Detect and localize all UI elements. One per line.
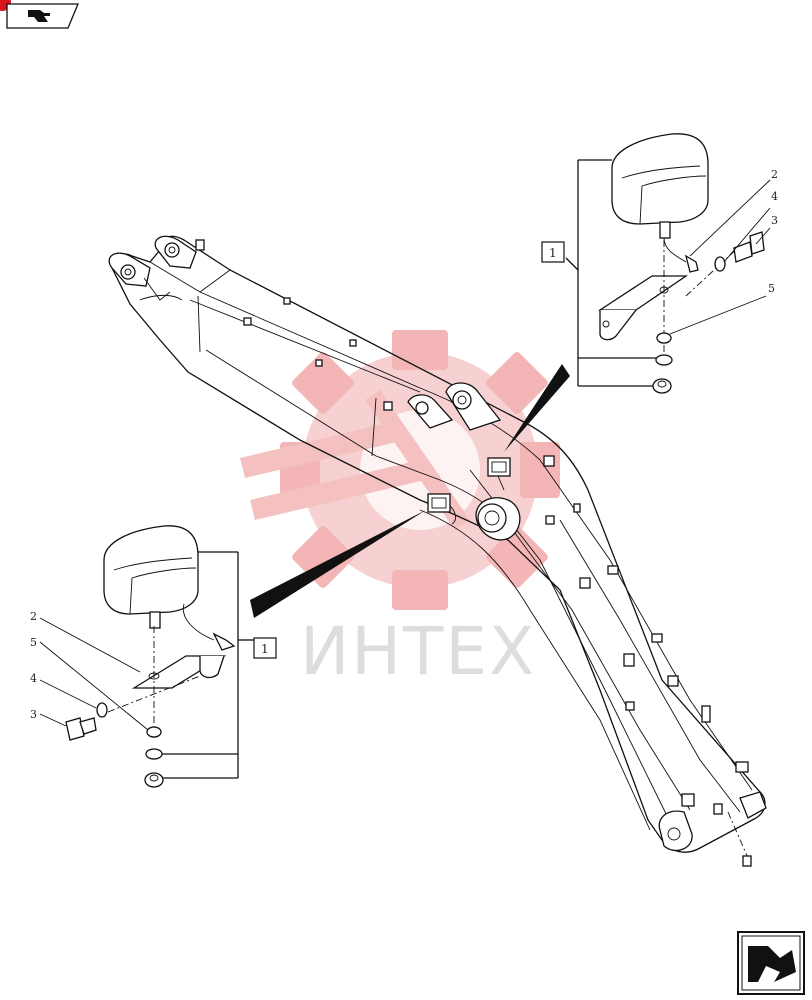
upper-bracket — [597, 240, 741, 352]
boom-work-light-right — [487, 457, 511, 491]
callout-upper-2: 2 — [771, 168, 778, 181]
boom — [108, 235, 767, 867]
lower-light-assembly: 1 — [30, 525, 277, 788]
upper-group-number: 1 — [549, 246, 557, 260]
boom-clips — [195, 239, 749, 815]
upper-spacer — [652, 378, 672, 394]
lower-bolt — [65, 717, 97, 741]
watermark: ИНТЕХ — [240, 330, 560, 690]
lower-washer — [146, 726, 162, 738]
pointer-arrow-upper — [504, 364, 570, 452]
lower-group-label: 1 — [253, 637, 277, 659]
boom-foot-lugs — [108, 235, 197, 301]
upper-light-assembly: 1 — [541, 133, 778, 394]
next-page-button[interactable] — [737, 931, 805, 995]
upper-washer-a — [656, 332, 672, 344]
upper-work-lamp — [611, 133, 709, 273]
callout-lower-5: 5 — [30, 636, 37, 649]
lower-washer-b — [145, 748, 163, 760]
watermark-text: ИНТЕХ — [300, 613, 536, 690]
lower-work-lamp — [103, 525, 236, 651]
lower-lockwasher — [96, 702, 108, 718]
callout-lower-2: 2 — [30, 610, 37, 623]
upper-bolt — [733, 231, 765, 263]
callout-upper-5: 5 — [768, 282, 775, 295]
lower-bracket — [107, 626, 227, 740]
pointer-arrow-lower — [250, 510, 426, 618]
next-page-icon — [748, 946, 796, 982]
prev-page-button[interactable] — [0, 0, 79, 29]
prev-page-icon — [28, 10, 50, 22]
upper-washer-b — [655, 354, 673, 366]
lower-group-number: 1 — [261, 642, 269, 656]
boom-tip — [658, 791, 767, 867]
callout-upper-4: 4 — [771, 190, 778, 203]
lower-spacer — [144, 772, 164, 788]
callout-lower-3: 3 — [30, 708, 37, 721]
upper-group-label: 1 — [541, 241, 565, 263]
upper-lockwasher — [714, 256, 726, 272]
boom-work-light-left — [427, 493, 457, 525]
callout-upper-3: 3 — [771, 214, 778, 227]
callout-lower-4: 4 — [30, 672, 37, 685]
boom-pivot — [407, 382, 521, 541]
